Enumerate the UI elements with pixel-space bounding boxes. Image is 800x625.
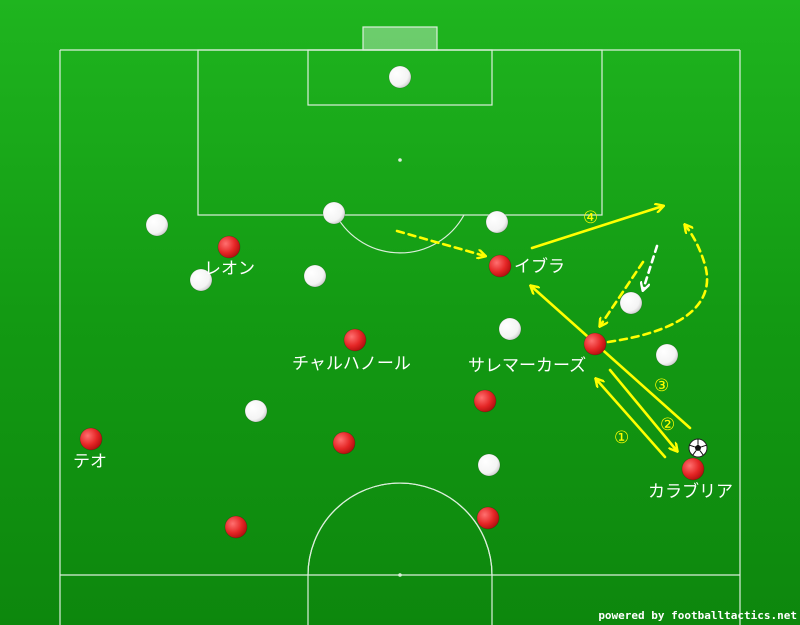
step-label-1: ① [614,428,629,448]
defender-move-arrow [643,244,659,290]
away-player[interactable] [145,213,169,237]
away-player[interactable] [303,264,327,288]
soccer-ball-icon[interactable] [688,438,708,458]
label-theo: テオ [73,452,107,472]
step-label-2: ② [660,415,675,435]
label-calabria: カラブリア [648,481,733,502]
away-player[interactable] [619,291,643,315]
label-charhanol: チャルハノール [292,354,411,374]
pass-arrow-2 [608,368,677,451]
away-team [145,65,679,477]
movement-arrows [395,206,709,459]
home-player[interactable] [224,515,248,539]
away-player[interactable] [322,201,346,225]
penalty-spot [398,158,402,162]
home-team [79,235,705,539]
pass-arrow-4 [530,206,663,250]
label-leon: レオン [204,259,255,279]
pass-arrow-3 [531,286,692,430]
credit-text: powered by footballtactics.net [598,609,797,622]
away-player[interactable] [655,343,679,367]
home-player[interactable] [476,506,500,530]
step-label-3: ③ [654,376,669,396]
away-player[interactable] [244,399,268,423]
away-goalkeeper[interactable] [388,65,412,89]
run-arrow-ibra [395,229,485,256]
home-player[interactable] [473,389,497,413]
goal [362,26,438,51]
away-player[interactable] [485,210,509,234]
away-player[interactable] [189,268,213,292]
player-ibra[interactable] [488,254,512,278]
run-arrow-salemaekers [600,260,645,326]
player-salemaekers[interactable] [583,332,607,356]
goal-area [307,49,493,106]
player-theo[interactable] [79,427,103,451]
away-player[interactable] [498,317,522,341]
step-label-4: ④ [583,208,598,228]
penalty-arc [335,214,465,254]
player-charhanol[interactable] [343,328,367,352]
label-ibra: イブラ [514,256,565,277]
center-spot [398,573,402,577]
away-player[interactable] [477,453,501,477]
pass-arrow-1 [596,379,667,459]
home-player[interactable] [332,431,356,455]
player-calabria[interactable] [681,457,705,481]
label-salemaekers: サレマーカーズ [468,356,586,376]
pitch-markings [59,26,741,625]
player-leon[interactable] [217,235,241,259]
run-arrow-curved [606,225,709,344]
